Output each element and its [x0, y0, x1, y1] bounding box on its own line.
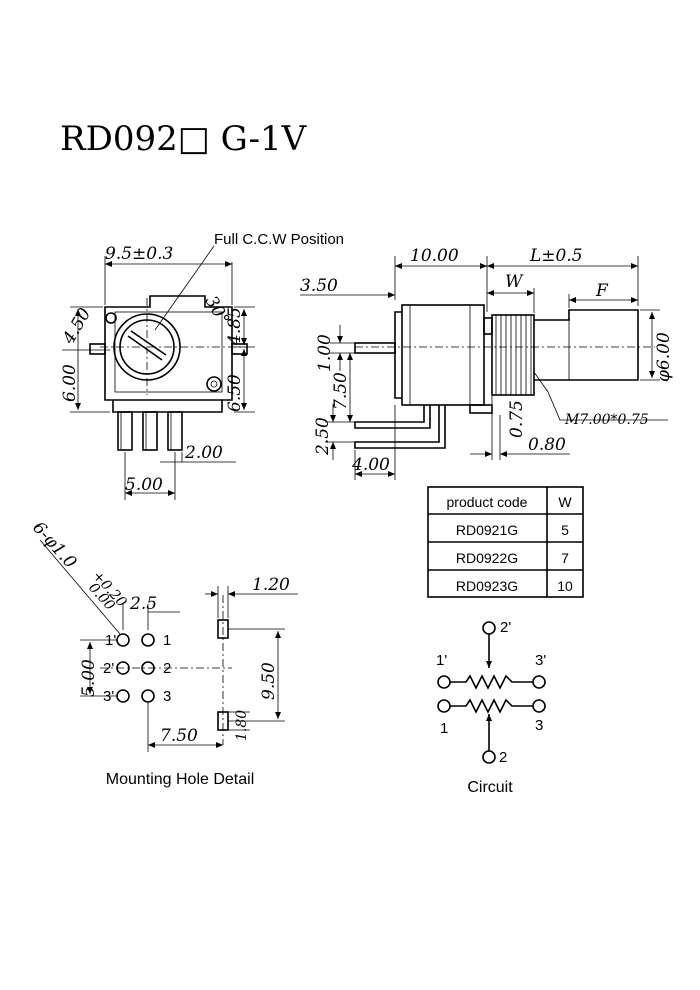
dim-W: W — [505, 272, 524, 292]
circuit-pin-label: 2 — [499, 749, 507, 766]
table-cell-code: RD0921G — [456, 522, 518, 538]
dim-500-mount: 5.00 — [79, 659, 99, 697]
holes-callout: 6-φ1.0 — [28, 518, 80, 573]
circuit-diagram: 2' 1' 3' 1 3 2 Circuit — [436, 619, 546, 796]
pin-label: 3' — [103, 688, 114, 705]
dim-100: 1.00 — [315, 334, 335, 372]
table-cell-code: RD0922G — [456, 550, 518, 566]
table-cell-w: 7 — [561, 550, 569, 566]
dim-075: 0.75 — [507, 400, 527, 438]
circuit-pin-label: 2' — [500, 619, 511, 636]
product-table: product code W RD0921G 5 RD0922G 7 RD092… — [427, 486, 584, 598]
table-header-w: W — [558, 494, 572, 510]
thread-callout: M7.00*0.75 — [564, 412, 649, 428]
dim-120: 1.20 — [252, 575, 290, 595]
circuit-pin-label: 3' — [535, 652, 546, 669]
circuit-caption: Circuit — [467, 779, 513, 796]
front-view: Full C.C.W Position 9.5±0.3 4.50 6.00 30… — [59, 231, 344, 500]
pin-label: 1' — [105, 632, 116, 649]
dim-450: 4.50 — [59, 305, 96, 349]
dim-L: L±0.5 — [529, 246, 583, 266]
dim-080: 0.80 — [528, 435, 566, 455]
pin-label: 1 — [163, 632, 171, 649]
dim-485: 4.85 — [225, 307, 245, 346]
circuit-pin-label: 3 — [535, 717, 543, 734]
dim-25: 2.5 — [129, 594, 157, 614]
pin-label: 2' — [103, 660, 114, 677]
dim-650: 6.50 — [225, 374, 245, 412]
table-header-code: product code — [447, 494, 528, 510]
dim-width: 9.5±0.3 — [105, 244, 173, 264]
dim-350: 3.50 — [300, 276, 338, 296]
pin-label: 3 — [163, 688, 171, 705]
side-view: 10.00 L±0.5 W F φ6.00 3.50 1.00 7.50 2.5… — [300, 246, 674, 480]
circuit-pin-label: 1 — [440, 720, 448, 737]
table-cell-code: RD0923G — [456, 578, 518, 594]
dim-750-side: 7.50 — [331, 372, 351, 410]
circuit-pin-label: 1' — [436, 652, 447, 669]
mounting-hole-detail: 6-φ1.0 +0.20 0.00 2.5 1.20 5.00 9.50 1.8… — [28, 518, 298, 788]
dim-400: 4.00 — [351, 455, 390, 475]
ccw-position-label: Full C.C.W Position — [214, 231, 344, 248]
mounting-caption: Mounting Hole Detail — [106, 771, 255, 788]
dim-180: 1.80 — [234, 710, 250, 741]
dim-200: 2.00 — [184, 443, 223, 463]
dim-950: 9.50 — [259, 662, 279, 700]
dim-750-mount: 7.50 — [160, 726, 198, 746]
dim-600-left: 6.00 — [60, 364, 80, 402]
dim-500-bottom: 5.00 — [125, 475, 163, 495]
table-cell-w: 5 — [561, 522, 569, 538]
dim-F: F — [595, 281, 609, 301]
dim-250: 2.50 — [313, 417, 333, 456]
page-title: RD092□ G-1V — [60, 119, 308, 159]
dim-shaft-dia: φ6.00 — [654, 332, 674, 382]
pin-label: 2 — [163, 660, 171, 677]
dim-1000: 10.00 — [410, 246, 459, 266]
table-cell-w: 10 — [557, 578, 573, 594]
